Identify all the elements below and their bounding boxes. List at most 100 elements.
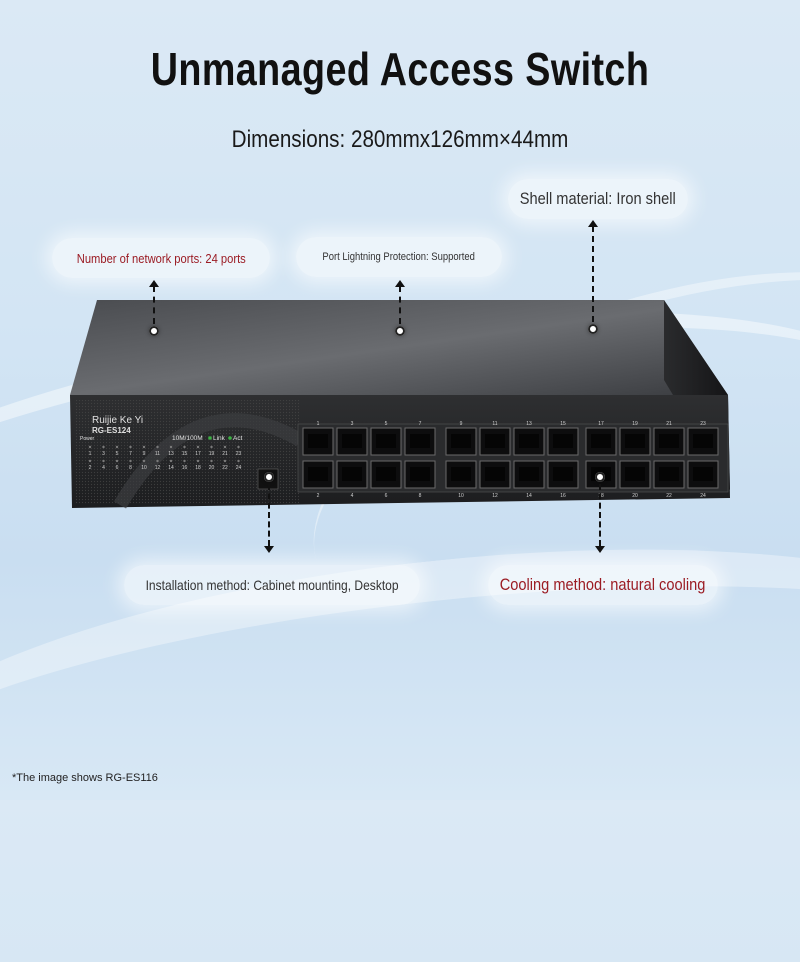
rj45-port-socket xyxy=(591,434,611,448)
rj45-port-socket xyxy=(308,434,328,448)
led-number-label: 18 xyxy=(195,465,201,471)
rj45-port-socket xyxy=(659,467,679,481)
port-count-callout: Number of network ports: 24 ports xyxy=(52,238,270,278)
port-number-label: 24 xyxy=(700,493,706,499)
led-number-label: 15 xyxy=(182,451,188,457)
port-led-icon xyxy=(129,445,132,449)
rj45-port-socket xyxy=(410,467,430,481)
shell-pointer xyxy=(587,220,599,336)
port-led-icon xyxy=(196,445,200,449)
led-number-label: 3 xyxy=(102,451,105,457)
port-led-icon xyxy=(88,445,92,449)
port-number-label: 10 xyxy=(458,493,464,499)
act-label: Act xyxy=(233,435,243,442)
led-number-label: 21 xyxy=(222,451,228,457)
port-led-icon xyxy=(88,459,92,463)
shell-material-text: Shell material: Iron shell xyxy=(519,189,677,208)
port-led-icon xyxy=(183,445,186,449)
rj45-port-socket xyxy=(376,467,396,481)
port-led-icon xyxy=(196,459,200,463)
link-label: Link xyxy=(213,435,226,442)
port-number-label: 7 xyxy=(419,421,422,427)
port-led-icon xyxy=(237,459,240,463)
port-number-label: 20 xyxy=(632,493,638,499)
led-number-label: 4 xyxy=(102,465,105,471)
lightning-protection-callout: Port Lightning Protection: Supported xyxy=(296,237,502,277)
port-number-label: 23 xyxy=(700,421,706,427)
rj45-port-socket xyxy=(519,434,539,448)
port-led-icon xyxy=(142,459,146,463)
rj45-port-socket xyxy=(693,434,713,448)
rj45-port-socket xyxy=(485,434,505,448)
led-number-label: 16 xyxy=(182,465,188,471)
led-number-label: 17 xyxy=(195,451,201,457)
lightning-protection-text: Port Lightning Protection: Supported xyxy=(322,251,476,263)
led-number-label: 9 xyxy=(143,451,146,457)
lightning-pointer xyxy=(394,280,406,338)
link-led-icon xyxy=(208,436,212,440)
rj45-port-socket xyxy=(553,434,573,448)
footnote: *The image shows RG-ES116 xyxy=(12,772,158,784)
port-count-pointer xyxy=(148,280,160,338)
rj45-port-socket xyxy=(485,467,505,481)
installation-pointer xyxy=(263,472,275,553)
led-number-label: 19 xyxy=(209,451,215,457)
cooling-method-callout: Cooling method: natural cooling xyxy=(488,565,718,605)
shell-material-callout: Shell material: Iron shell xyxy=(508,179,688,219)
led-number-label: 10 xyxy=(141,465,147,471)
speed-label: 10M/100M xyxy=(172,435,203,442)
port-number-label: 18 xyxy=(598,493,604,499)
port-number-label: 16 xyxy=(560,493,566,499)
installation-method-callout: Installation method: Cabinet mounting, D… xyxy=(124,565,420,605)
power-label: Power xyxy=(80,436,95,442)
port-led-icon xyxy=(223,459,227,463)
port-led-icon xyxy=(115,445,119,449)
port-number-label: 21 xyxy=(666,421,672,427)
led-number-label: 6 xyxy=(116,465,119,471)
installation-method-text: Installation method: Cabinet mounting, D… xyxy=(145,577,399,593)
port-number-label: 17 xyxy=(598,421,604,427)
port-led-icon xyxy=(169,445,173,449)
led-number-label: 14 xyxy=(168,465,174,471)
rj45-port-socket xyxy=(376,434,396,448)
led-number-label: 8 xyxy=(129,465,132,471)
led-number-label: 20 xyxy=(209,465,215,471)
led-number-label: 7 xyxy=(129,451,132,457)
cooling-method-text: Cooling method: natural cooling xyxy=(500,575,706,594)
port-led-icon xyxy=(102,459,105,463)
port-led-icon xyxy=(156,445,159,449)
rj45-port-socket xyxy=(308,467,328,481)
cooling-pointer xyxy=(594,472,606,553)
act-led-icon xyxy=(228,436,232,440)
port-led-icon xyxy=(115,459,119,463)
rj45-port-socket xyxy=(342,434,362,448)
port-led-icon xyxy=(102,445,105,449)
dimensions-text: Dimensions: 280mmx126mm×44mm xyxy=(231,126,569,153)
port-led-icon xyxy=(223,445,227,449)
rj45-port-socket xyxy=(451,467,471,481)
port-led-icon xyxy=(129,459,132,463)
switch-front-swirl xyxy=(113,413,304,509)
port-number-label: 12 xyxy=(492,493,498,499)
port-number-label: 6 xyxy=(385,493,388,499)
switch-top-face xyxy=(70,300,728,395)
rj45-port-socket xyxy=(625,434,645,448)
rj45-port-socket xyxy=(342,467,362,481)
network-switch-image: 123456789101112131415161718192021222324 … xyxy=(70,300,730,509)
port-number-label: 13 xyxy=(526,421,532,427)
led-number-label: 13 xyxy=(168,451,174,457)
rj45-port-socket xyxy=(451,434,471,448)
port-led-icon xyxy=(237,445,240,449)
rj45-port-socket xyxy=(625,467,645,481)
led-number-label: 23 xyxy=(236,451,242,457)
port-number-label: 1 xyxy=(317,421,320,427)
led-number-label: 5 xyxy=(116,451,119,457)
port-led-icon xyxy=(210,459,213,463)
led-number-label: 24 xyxy=(236,465,242,471)
rj45-port-socket xyxy=(553,467,573,481)
led-number-label: 1 xyxy=(89,451,92,457)
port-number-label: 4 xyxy=(351,493,354,499)
